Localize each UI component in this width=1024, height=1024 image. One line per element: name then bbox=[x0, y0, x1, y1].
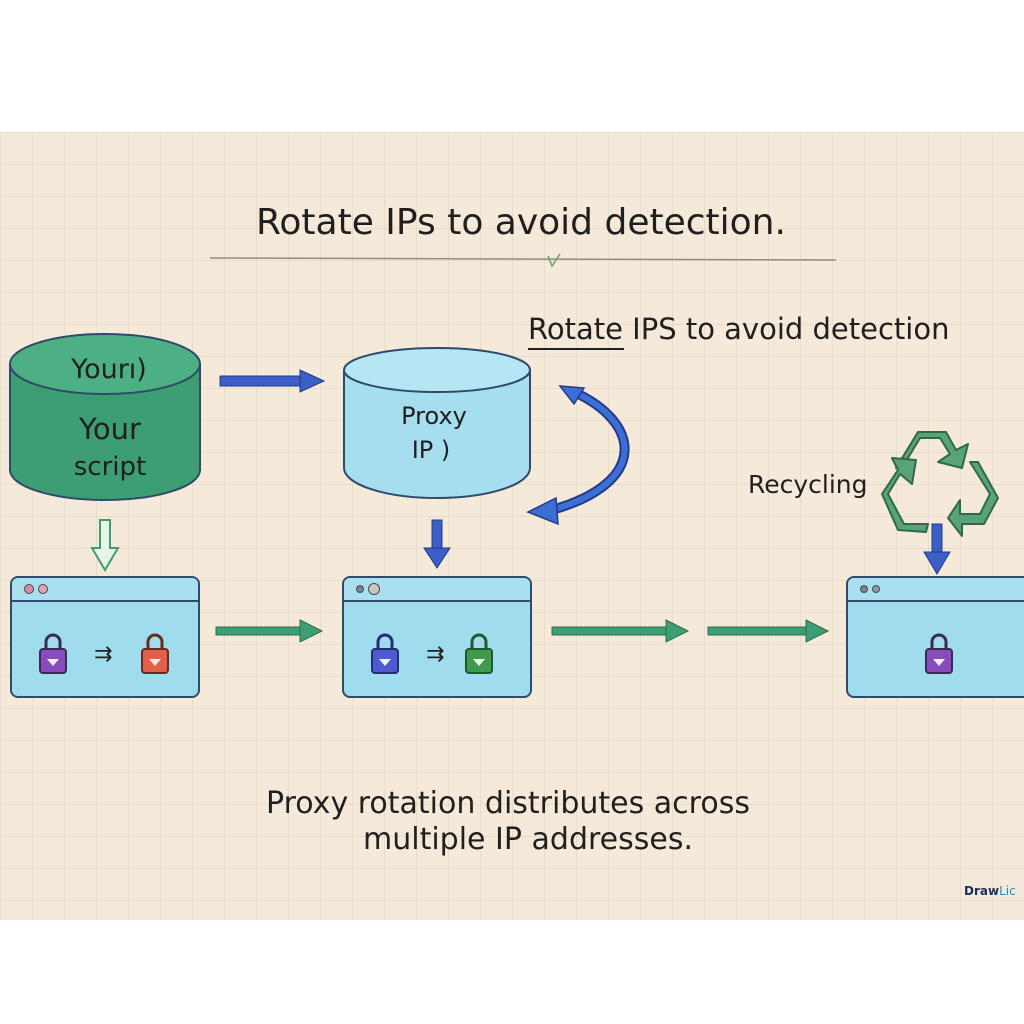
arrow-window2-to-window3-a bbox=[551, 619, 690, 643]
script-database-icon bbox=[9, 333, 201, 501]
arrow-window1-to-window2 bbox=[215, 619, 324, 643]
window-dot-icon bbox=[24, 584, 34, 594]
caption-line-1: Proxy rotation distributes across bbox=[266, 786, 750, 821]
proxy-node-label-top: Proxy bbox=[401, 402, 467, 430]
watermark-part-2: Lic bbox=[999, 884, 1016, 898]
diagram-subtitle: Rotate IPS to avoid detection bbox=[528, 312, 950, 346]
window-dot-icon bbox=[368, 583, 380, 595]
arrow-script-down bbox=[90, 519, 120, 572]
window-titlebar bbox=[848, 578, 1024, 602]
browser-window-2: ⇉ bbox=[342, 576, 532, 698]
script-node-label-sub: script bbox=[73, 452, 147, 482]
diagram-canvas: Rotate IPs to avoid detection. bbox=[0, 132, 1024, 920]
title-underline bbox=[209, 257, 837, 261]
diagram-title: Rotate IPs to avoid detection. bbox=[256, 202, 786, 243]
proxy-node-label-sub: IP ) bbox=[411, 436, 451, 464]
arrow-window2-to-window3-b bbox=[707, 619, 830, 643]
browser-window-3 bbox=[846, 576, 1024, 698]
swap-arrows-icon: ⇉ bbox=[426, 642, 445, 667]
padlock-icon bbox=[39, 633, 67, 674]
window-dot-icon bbox=[860, 585, 868, 593]
script-node-label-main: Your bbox=[79, 412, 141, 446]
check-mark-icon bbox=[547, 253, 561, 268]
padlock-icon bbox=[371, 633, 399, 674]
arrow-recycle-down bbox=[923, 523, 951, 575]
arrow-proxy-down bbox=[423, 519, 451, 569]
watermark-part-1: Draw bbox=[964, 884, 1000, 898]
subtitle-underline bbox=[528, 348, 624, 350]
window-dot-icon bbox=[872, 585, 880, 593]
watermark: DrawLic bbox=[964, 884, 1016, 898]
diagram-connectors bbox=[9, 253, 999, 643]
rotation-arrow-icon bbox=[526, 385, 630, 526]
window-titlebar bbox=[344, 578, 530, 602]
script-node-label-top: Yourı) bbox=[71, 354, 147, 385]
browser-window-1: ⇉ bbox=[10, 576, 200, 698]
padlock-icon bbox=[925, 633, 953, 674]
window-titlebar bbox=[12, 578, 198, 602]
arrow-script-to-proxy bbox=[219, 369, 326, 393]
proxy-database-icon bbox=[343, 347, 531, 499]
recycling-label: Recycling bbox=[748, 470, 868, 499]
window-dot-icon bbox=[356, 585, 364, 593]
padlock-icon bbox=[465, 633, 493, 674]
caption-line-2: multiple IP addresses. bbox=[363, 822, 693, 857]
recycle-icon bbox=[881, 431, 999, 537]
padlock-icon bbox=[141, 633, 169, 674]
swap-arrows-icon: ⇉ bbox=[94, 642, 113, 667]
window-dot-icon bbox=[38, 584, 48, 594]
